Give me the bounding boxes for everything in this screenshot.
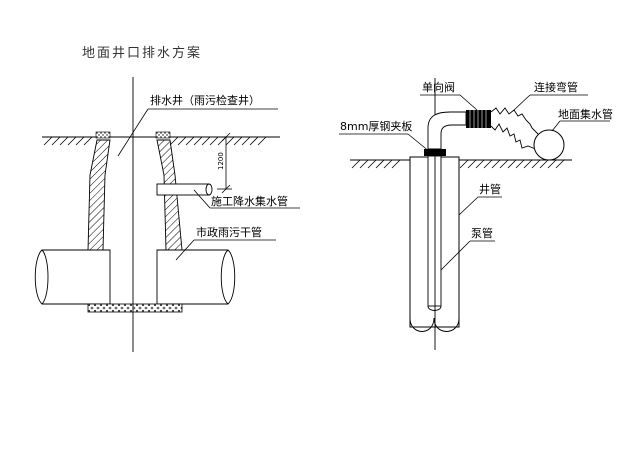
leader-elbow [513, 94, 531, 111]
leader-collector [193, 189, 211, 209]
sewer-main-right [156, 249, 236, 305]
ground-collector-pipe [533, 129, 565, 161]
label-steel-plate: 8mm厚钢夹板 [340, 119, 412, 133]
leader-well-pipe [458, 196, 479, 216]
label-connecting-elbow: 连接弯管 [534, 80, 578, 94]
pump-elbow [427, 111, 467, 150]
cover-rim-left [95, 131, 111, 139]
gravel-base [87, 303, 183, 313]
label-check-valve: 单向阀 [422, 80, 455, 94]
cover-rim-right [155, 131, 171, 139]
label-drainage-well: 排水井（雨污检查井） [150, 93, 260, 107]
leader-ground-pipe [551, 120, 561, 132]
label-well-pipe: 井管 [479, 182, 501, 196]
label-ground-collector: 地面集水管 [558, 107, 613, 121]
label-sewer-main: 市政雨污干管 [196, 225, 262, 239]
left-diagram: 排水井（雨污检查井） 1200 施工降水集水管 市政雨污干管 [34, 77, 300, 352]
right-diagram: 单向阀 连接弯管 地面集水管 8mm厚钢夹板 井管 泵管 [339, 78, 613, 350]
leader-well [117, 108, 149, 157]
ground-hatch-right [351, 159, 565, 169]
label-collector-pipe: 施工降水集水管 [211, 194, 288, 208]
diagram-title: 地面井口排水方案 [82, 45, 202, 61]
dimension-label: 1200 [217, 152, 225, 170]
leader-sewer [175, 239, 195, 261]
collector-pipe [156, 183, 210, 196]
shaft-wall-left [87, 139, 111, 251]
leader-valve [459, 94, 478, 111]
connecting-elbow [490, 107, 539, 151]
pump-pipe [427, 155, 442, 307]
dimension-1200 [217, 132, 232, 194]
label-pump-pipe: 泵管 [471, 226, 493, 240]
leader-pump-pipe [440, 240, 471, 271]
check-valve [466, 110, 491, 128]
ground-hatch-left [43, 136, 267, 146]
